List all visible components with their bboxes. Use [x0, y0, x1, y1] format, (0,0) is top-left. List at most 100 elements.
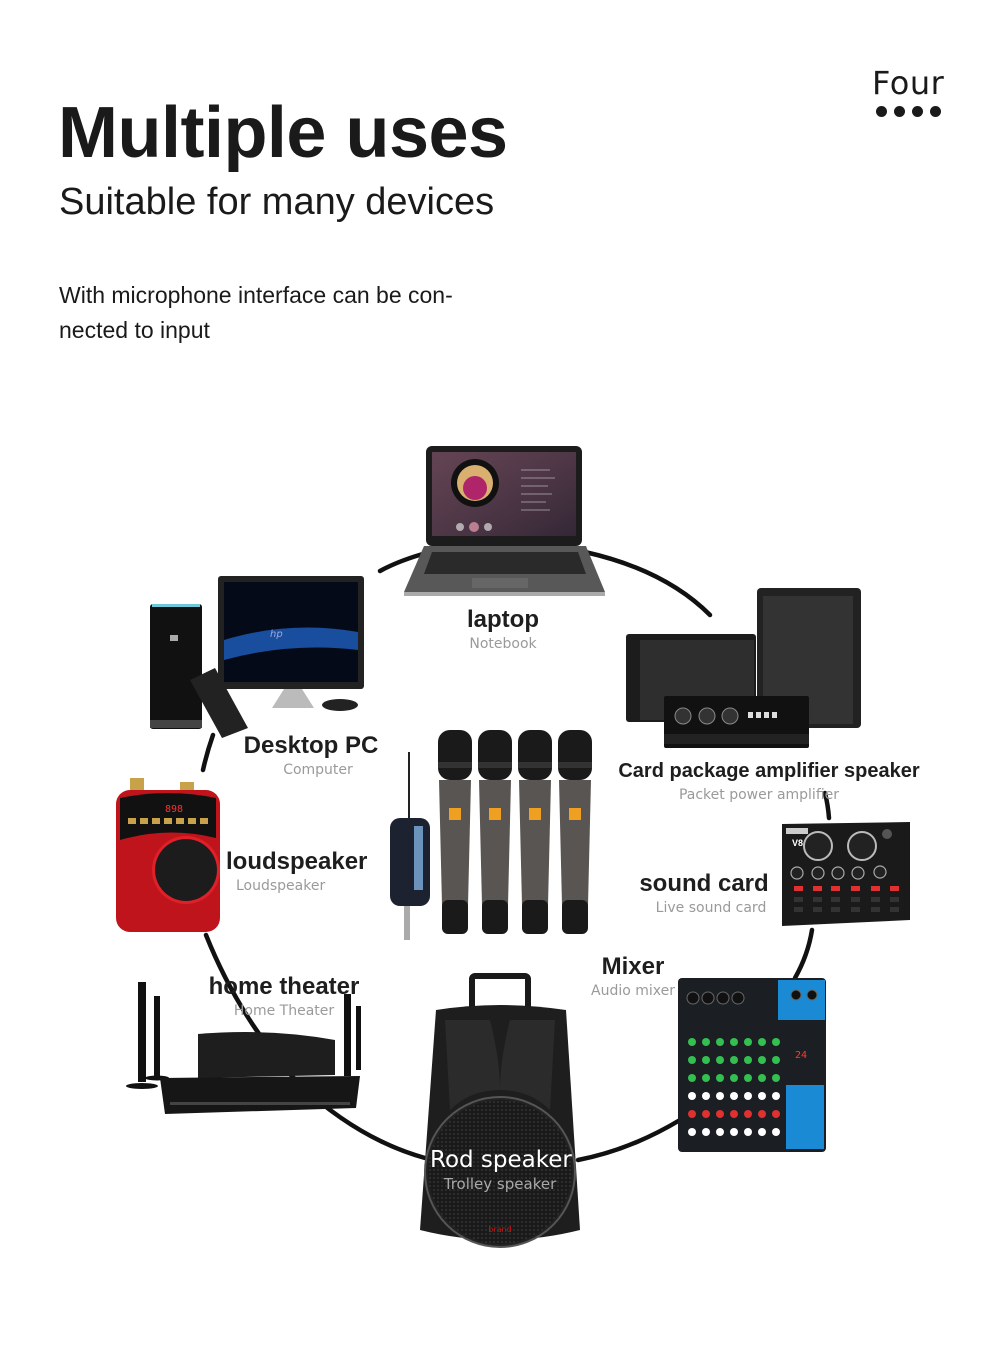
microphone-icon: [518, 730, 552, 934]
device-name: Card package amplifier speaker: [618, 760, 920, 782]
cable-segment: [200, 732, 216, 773]
mixer-knob: [702, 1074, 710, 1082]
device-subname: Notebook: [469, 636, 537, 652]
mixer-knob: [758, 1110, 766, 1118]
page-dot: [930, 106, 941, 117]
device-name: Desktop PC: [243, 732, 379, 759]
mixer-knob: [716, 1074, 724, 1082]
device-subname: Live sound card: [655, 900, 767, 916]
mixer-knob: [702, 1110, 710, 1118]
device-subname: Packet power amplifier: [678, 787, 840, 803]
device-subname: Trolley speaker: [443, 1175, 557, 1193]
microphone-icon: [438, 730, 472, 934]
desktop-pc-icon: hp: [150, 576, 364, 738]
mixer-knob: [772, 1110, 780, 1118]
mixer-knob: [730, 1092, 738, 1100]
device-subname: Audio mixer: [591, 983, 675, 999]
device-name: home theater: [208, 973, 360, 1000]
device-name: loudspeaker: [226, 848, 368, 875]
cable-segment: [582, 549, 713, 618]
mixer-knob: [702, 1128, 710, 1136]
mixer-knob: [688, 1128, 696, 1136]
mixer-knob: [688, 1092, 696, 1100]
device-label-soundcard: sound card Live sound card: [630, 870, 778, 918]
mixer-knob: [688, 1110, 696, 1118]
device-label-desktop: Desktop PC Computer: [236, 732, 386, 780]
cable-segment: [792, 927, 815, 981]
device-label-rodspeaker: Rod speaker Trolley speaker: [430, 1146, 572, 1194]
mixer-knob: [772, 1074, 780, 1082]
mixer-knob: [730, 1038, 738, 1046]
microphone-icon: [478, 730, 512, 934]
mixer-knob: [716, 1110, 724, 1118]
device-label-amplifier: Card package amplifier speaker Packet po…: [606, 757, 932, 805]
trolley-speaker-icon: brand: [420, 973, 580, 1248]
page-number-word: Four: [872, 64, 945, 102]
description-line: With microphone interface can be con-nec…: [59, 282, 453, 343]
mixer-knob: [758, 1038, 766, 1046]
laptop-icon: [404, 446, 605, 596]
cable-segment: [575, 1117, 683, 1163]
mixer-display: 24: [795, 1050, 807, 1061]
device-name: Rod speaker: [430, 1147, 572, 1173]
page-dot: [912, 106, 923, 117]
cable-segment: [822, 790, 832, 821]
svg-text:hp: hp: [270, 629, 283, 640]
mixer-knob: [744, 1056, 752, 1064]
mixer-knob: [688, 1056, 696, 1064]
mixer-knob: [702, 1056, 710, 1064]
device-label-hometheater: home theater Home Theater: [203, 973, 365, 1021]
audio-mixer-icon: 24: [678, 978, 826, 1152]
home-theater-icon: [126, 982, 361, 1114]
receiver-icon: [390, 752, 430, 940]
mixer-knob: [716, 1038, 724, 1046]
mixer-knob: [758, 1074, 766, 1082]
mixer-knob: [716, 1056, 724, 1064]
mixer-knob: [702, 1092, 710, 1100]
mixer-knob: [730, 1128, 738, 1136]
mixer-knob: [772, 1128, 780, 1136]
portable-loudspeaker-icon: 898: [116, 778, 220, 932]
mixer-knob: [744, 1128, 752, 1136]
mixer-knob: [716, 1128, 724, 1136]
svg-text:brand: brand: [488, 1225, 511, 1234]
mixer-knob: [730, 1056, 738, 1064]
loudspeaker-display: 898: [165, 804, 183, 815]
mixer-knob: [716, 1092, 724, 1100]
mixer-knob: [744, 1110, 752, 1118]
mixer-knob: [758, 1092, 766, 1100]
page-subtitle: Suitable for many devices: [59, 181, 495, 223]
device-name: laptop: [467, 606, 539, 633]
device-name: Mixer: [601, 953, 665, 980]
page-dot: [876, 106, 887, 117]
page-dot: [894, 106, 905, 117]
description-text: With microphone interface can be con-nec…: [59, 278, 519, 348]
mixer-knob: [758, 1128, 766, 1136]
wireless-microphone-set: [390, 730, 592, 940]
microphone-icon: [558, 730, 592, 934]
device-label-mixer: Mixer Audio mixer: [588, 953, 678, 1001]
mixer-knob: [744, 1074, 752, 1082]
mixer-knob: [758, 1056, 766, 1064]
mixer-knob: [772, 1056, 780, 1064]
mixer-knob: [702, 1038, 710, 1046]
sound-card-icon: V8: [782, 822, 910, 926]
amplifier-speaker-icon: [626, 588, 861, 748]
device-subname: Computer: [283, 762, 353, 778]
device-name: sound card: [639, 870, 769, 897]
page-dots-indicator: [876, 106, 941, 117]
device-label-loudspeaker: loudspeaker Loudspeaker: [226, 848, 378, 896]
mixer-knob: [730, 1074, 738, 1082]
mixer-knob: [688, 1038, 696, 1046]
mixer-knob: [772, 1038, 780, 1046]
mixer-knob: [744, 1038, 752, 1046]
page-title: Multiple uses: [58, 93, 508, 173]
device-subname: Loudspeaker: [236, 878, 326, 894]
mixer-knob: [744, 1092, 752, 1100]
mixer-knob: [688, 1074, 696, 1082]
mixer-knob: [772, 1092, 780, 1100]
soundcard-model: V8: [792, 838, 803, 848]
device-subname: Home Theater: [233, 1003, 335, 1019]
device-label-laptop: laptop Notebook: [440, 606, 566, 654]
